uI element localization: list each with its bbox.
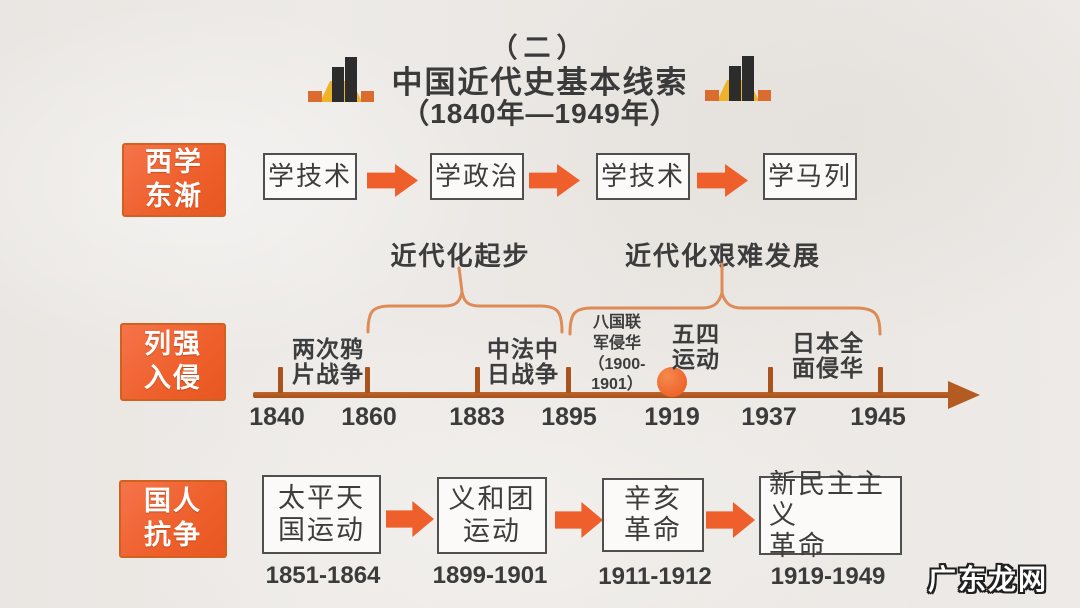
event-line: 义和团 (448, 484, 536, 515)
label-modernization-start: 近代化起步 (390, 241, 531, 271)
tick-1860 (365, 367, 370, 393)
year-1919: 1919 (644, 403, 700, 431)
bar-tall-icon (345, 57, 357, 102)
event-line: 辛亥 (624, 483, 682, 514)
row-label-line: 国人 (144, 486, 202, 517)
period-xinhai: 1911-1912 (598, 563, 712, 590)
event-line: 革命 (624, 515, 682, 545)
tick-1883 (475, 367, 480, 393)
event-line: 日本全 (792, 330, 864, 356)
event-line: 1901） (591, 376, 643, 394)
title-part-number: （二） (490, 33, 590, 63)
event-line: 太平天 (278, 483, 365, 514)
right-arrow-icon (555, 502, 603, 538)
podium-right-step-icon (758, 90, 771, 101)
resistance-box-new-democracy: 新民主主义 革命 (759, 469, 902, 561)
event-line: 新民主主义 (769, 468, 885, 530)
watermark-text: 广东龙网 (928, 564, 1049, 595)
timeline-arrowhead-icon (948, 381, 980, 409)
tick-1840 (278, 367, 283, 393)
right-arrow-icon (367, 164, 418, 197)
event-eight-nation-alliance: 八国联 军侵华 （1900- 1901） (577, 313, 657, 396)
event-line: 面侵华 (792, 355, 864, 382)
event-line: 国运动 (278, 514, 365, 545)
podium-left-step-icon (705, 90, 719, 101)
event-line: 五四 (672, 321, 720, 347)
podium-right-step-icon (361, 91, 374, 102)
event-opium-wars: 两次鸦 片战争 (268, 336, 388, 388)
podium-left-step-icon (308, 91, 322, 102)
event-line: 运动 (463, 515, 521, 546)
page-title: 中国近代史基本线索 (391, 65, 689, 100)
stage-box-learn-politics: 学政治 (430, 153, 524, 200)
stage-label: 学马列 (767, 160, 852, 191)
event-line: 片战争 (292, 361, 364, 388)
event-may-fourth-movement: 五四 运动 (655, 321, 737, 373)
year-1860: 1860 (341, 403, 397, 431)
row-label-line: 东渐 (145, 181, 203, 211)
bar-chart-podium-icon (308, 57, 374, 102)
event-line: 两次鸦 (292, 336, 364, 362)
may-fourth-point-marker (657, 367, 687, 397)
stage-label: 学技术 (600, 160, 685, 191)
event-line: 中法中 (487, 336, 559, 362)
row-label-line: 西学 (145, 147, 203, 178)
title-date-range: （1840年—1949年） (401, 98, 679, 129)
tick-1895 (566, 367, 571, 393)
year-1840: 1840 (249, 403, 305, 431)
resistance-box-boxer: 义和团 运动 (437, 477, 547, 554)
brace-left (366, 291, 564, 334)
event-line: 军侵华 (592, 334, 641, 352)
label-modernization-hard-development: 近代化艰难发展 (624, 241, 821, 271)
row-label-line: 抗争 (144, 520, 202, 550)
right-arrow-icon (529, 164, 580, 197)
resistance-box-taiping: 太平天 国运动 (262, 475, 381, 554)
event-line: 日战争 (487, 361, 559, 388)
event-japan-full-invasion: 日本全 面侵华 (768, 330, 888, 382)
bar-short-icon (729, 66, 741, 101)
tick-1945 (878, 367, 883, 393)
row-label-line: 入侵 (144, 363, 202, 393)
year-1945: 1945 (850, 403, 906, 431)
event-line: （1900- (588, 355, 646, 373)
stage-box-learn-technology-1: 学技术 (263, 153, 357, 200)
stage-box-learn-marxism: 学马列 (763, 153, 857, 200)
event-line: 革命 (769, 531, 827, 562)
period-taiping: 1851-1864 (265, 562, 381, 589)
period-new-democracy: 1919-1949 (770, 563, 886, 590)
resistance-box-xinhai: 辛亥 革命 (602, 478, 704, 552)
stage-label: 学技术 (267, 160, 352, 191)
period-boxer: 1899-1901 (432, 562, 548, 589)
tick-1937 (768, 367, 773, 393)
event-sino-french-japanese-wars: 中法中 日战争 (463, 336, 583, 388)
year-1937: 1937 (741, 403, 797, 431)
right-arrow-icon (697, 164, 748, 197)
row-label-western-learning: 西学 东渐 (122, 143, 226, 217)
bar-short-icon (332, 67, 344, 102)
row-label-foreign-invasion: 列强 入侵 (120, 323, 226, 401)
bar-chart-podium-icon (705, 56, 771, 101)
bar-tall-icon (742, 56, 754, 101)
year-1895: 1895 (541, 403, 597, 431)
stage-label: 学政治 (434, 160, 519, 191)
event-line: 八国联 (592, 314, 641, 331)
event-line: 运动 (672, 346, 720, 373)
year-1883: 1883 (449, 403, 505, 431)
timeline-axis (253, 392, 953, 398)
row-label-peoples-resistance: 国人 抗争 (119, 480, 227, 558)
row-label-line: 列强 (144, 329, 202, 360)
right-arrow-icon (386, 501, 434, 537)
stage-box-learn-technology-2: 学技术 (596, 153, 690, 200)
right-arrow-icon (706, 502, 755, 538)
